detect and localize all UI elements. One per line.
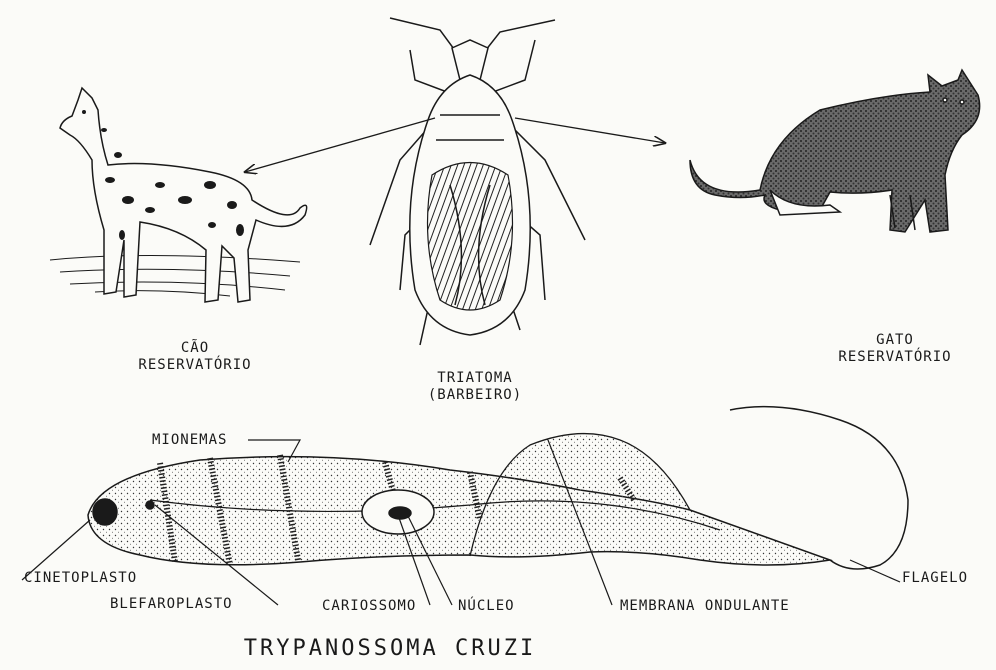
arrow-to-cat — [515, 118, 665, 143]
dog-illustration — [50, 88, 307, 302]
blefaroplasto-dot — [146, 501, 154, 509]
cat-label: GATO RESERVATÓRIO — [810, 332, 980, 366]
label-cariossomo: CARIOSSOMO — [322, 598, 416, 615]
triatoma-label-line1: TRIATOMA — [400, 370, 550, 387]
dog-label: CÃO RESERVATÓRIO — [115, 340, 275, 374]
cat-label-line1: GATO — [810, 332, 980, 349]
cat-label-line2: RESERVATÓRIO — [810, 349, 980, 366]
label-cinetoplasto: CINETOPLASTO — [24, 570, 137, 587]
label-flagelo: FLAGELO — [902, 570, 968, 587]
dog-label-line2: RESERVATÓRIO — [115, 357, 275, 374]
label-blefaroplasto: BLEFAROPLASTO — [110, 596, 233, 613]
arrow-to-dog — [245, 118, 435, 172]
triatoma-label: TRIATOMA (BARBEIRO) — [400, 370, 550, 404]
dog-label-line1: CÃO — [115, 340, 275, 357]
triatoma-illustration — [370, 18, 585, 345]
label-membrana-ondulante: MEMBRANA ONDULANTE — [620, 598, 790, 615]
cinetoplasto-dot — [93, 499, 117, 525]
diagram-title: TRYPANOSSOMA CRUZI — [230, 640, 550, 657]
triatoma-label-line2: (BARBEIRO) — [400, 387, 550, 404]
label-mionemas: MIONEMAS — [152, 432, 227, 449]
label-nucleo: NÚCLEO — [458, 598, 515, 615]
cat-illustration — [690, 70, 980, 232]
